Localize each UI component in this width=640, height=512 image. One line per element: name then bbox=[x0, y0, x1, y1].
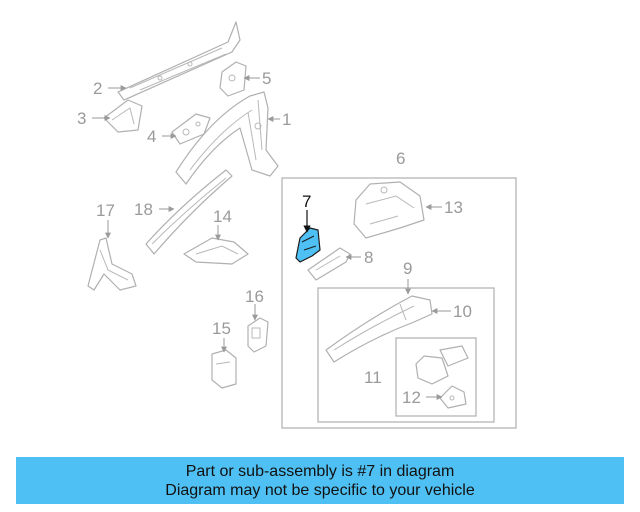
part-13-wheelhouse bbox=[353, 181, 425, 239]
banner-line-2: Diagram may not be specific to your vehi… bbox=[165, 481, 475, 499]
part-18-lower-rail bbox=[145, 169, 233, 255]
info-banner: Part or sub-assembly is #7 in diagram Di… bbox=[16, 457, 624, 504]
label-14: 14 bbox=[213, 207, 232, 226]
label-12: 12 bbox=[402, 388, 421, 407]
assembly-box-6 bbox=[281, 177, 517, 429]
label-6: 6 bbox=[396, 149, 405, 168]
assembly-box-11 bbox=[395, 337, 477, 417]
label-11: 11 bbox=[364, 368, 382, 387]
label-7: 7 bbox=[302, 192, 311, 211]
part-16-plate bbox=[247, 317, 269, 353]
label-15: 15 bbox=[212, 319, 231, 338]
part-2-upper-rail bbox=[117, 21, 241, 101]
part-11-component bbox=[415, 345, 469, 385]
part-10-side-member bbox=[325, 295, 433, 363]
label-10: 10 bbox=[453, 302, 472, 321]
part-labels: 1 2 3 4 5 6 7 8 9 10 11 12 13 14 15 16 1… bbox=[77, 69, 472, 407]
leader-lines bbox=[92, 75, 451, 400]
assembly-box-9 bbox=[317, 287, 495, 423]
label-17: 17 bbox=[96, 201, 115, 220]
part-15-bracket bbox=[211, 349, 237, 389]
label-2: 2 bbox=[93, 79, 102, 98]
label-18: 18 bbox=[134, 200, 153, 219]
part-1-apron bbox=[175, 91, 279, 185]
part-3-bracket bbox=[103, 99, 143, 133]
label-4: 4 bbox=[147, 127, 156, 146]
label-3: 3 bbox=[77, 109, 86, 128]
part-4-reinforcement bbox=[171, 113, 211, 145]
banner-line-1: Part or sub-assembly is #7 in diagram bbox=[185, 462, 455, 480]
part-17-side-panel bbox=[87, 237, 137, 291]
label-9: 9 bbox=[403, 259, 412, 278]
label-5: 5 bbox=[262, 69, 271, 88]
label-16: 16 bbox=[245, 287, 264, 306]
part-12-component bbox=[439, 385, 467, 409]
part-5-bracket bbox=[219, 61, 247, 97]
label-8: 8 bbox=[364, 248, 373, 267]
label-13: 13 bbox=[444, 198, 463, 217]
label-1: 1 bbox=[282, 110, 291, 129]
part-14-reinforcement bbox=[183, 237, 249, 265]
part-7-bracket[interactable] bbox=[295, 227, 321, 263]
parts-diagram: 1 2 3 4 5 6 7 8 9 10 11 12 13 14 15 16 1… bbox=[77, 21, 517, 429]
